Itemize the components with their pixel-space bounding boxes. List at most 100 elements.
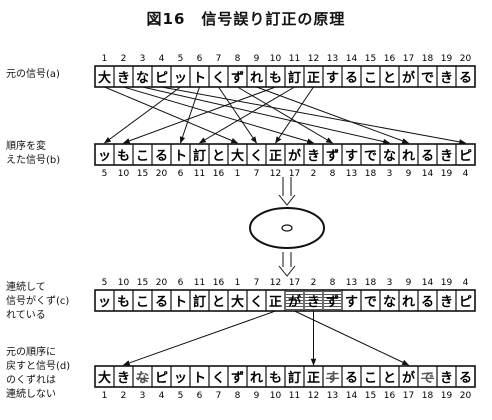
row-a-label: 元の信号(a) <box>6 69 60 80</box>
cell-char: ず <box>231 70 244 86</box>
sequence-number: 4 <box>159 54 165 64</box>
damaged-cell <box>305 291 322 310</box>
sequence-number: 7 <box>254 169 260 179</box>
reorder-arrow <box>275 86 314 144</box>
sequence-number: 8 <box>235 54 241 64</box>
sequence-number: 3 <box>387 169 393 179</box>
cell-char: き <box>440 371 453 386</box>
cell-char: な <box>383 295 396 310</box>
sequence-number: 20 <box>460 391 472 401</box>
sequence-number: 6 <box>178 169 184 179</box>
sequence-number: 5 <box>178 391 184 401</box>
sequence-number: 12 <box>270 278 281 288</box>
sequence-number: 4 <box>159 391 165 401</box>
cell-char: 大 <box>231 294 244 310</box>
sequence-number: 14 <box>346 391 358 401</box>
cell-char: ず <box>326 148 339 164</box>
sequence-number: 1 <box>235 169 241 179</box>
cell-char: る <box>459 371 472 386</box>
reorder-arrow <box>161 86 467 145</box>
sequence-number: 13 <box>327 391 338 401</box>
sequence-number: 7 <box>254 278 260 288</box>
reorder-arrow <box>237 86 334 144</box>
reorder-arrow <box>122 86 276 144</box>
cell-char: で <box>364 295 377 310</box>
cell-char: で <box>421 71 434 86</box>
cell-char: る <box>155 149 168 164</box>
cell-char: ト <box>193 71 206 86</box>
sequence-number: 15 <box>137 278 148 288</box>
cell-char: と <box>212 295 225 310</box>
cell-char: な <box>383 149 396 164</box>
cell-char: 訂 <box>288 370 301 386</box>
reorder-arrow <box>179 86 200 144</box>
cell-char: る <box>155 295 168 310</box>
sequence-number: 10 <box>118 278 130 288</box>
damaged-cell <box>324 291 341 310</box>
sequence-number: 15 <box>137 169 148 179</box>
sequence-number: 11 <box>194 169 205 179</box>
cell-char: と <box>212 149 225 164</box>
cell-char: な <box>136 71 149 86</box>
sequence-number: 12 <box>308 54 319 64</box>
sequence-number: 9 <box>254 54 260 64</box>
cell-char: ト <box>193 371 206 386</box>
cell-char: が <box>288 294 301 310</box>
sequence-number: 10 <box>270 391 282 401</box>
sequence-number: 19 <box>441 54 453 64</box>
sequence-number: 8 <box>330 278 336 288</box>
sequence-number: 13 <box>327 54 338 64</box>
cell-char: が <box>402 370 415 386</box>
disc-icon <box>249 207 325 249</box>
sequence-number: 7 <box>216 391 222 401</box>
cell-char: れ <box>250 371 263 386</box>
cell-char: く <box>250 295 263 310</box>
sequence-number: 18 <box>365 278 377 288</box>
cell-char: る <box>345 371 358 386</box>
cell-char: す <box>345 295 358 310</box>
sequence-number: 11 <box>194 278 205 288</box>
cell-char: 大 <box>98 370 111 386</box>
sequence-number: 5 <box>102 169 108 179</box>
cell-char: れ <box>402 295 415 310</box>
cell-char: も <box>269 71 282 86</box>
cell-char: き <box>117 71 130 86</box>
sequence-number: 18 <box>422 391 434 401</box>
cell-char: れ <box>250 71 263 86</box>
cell-char: く <box>212 371 225 386</box>
sequence-number: 9 <box>406 278 412 288</box>
cell-char: 大 <box>231 148 244 164</box>
cell-char: ず <box>326 294 339 310</box>
cell-char: す <box>326 71 339 86</box>
cell-char: 訂 <box>288 70 301 86</box>
sequence-number: 3 <box>140 54 146 64</box>
cell-char: こ <box>136 149 149 164</box>
sequence-number: 4 <box>463 278 469 288</box>
sequence-number: 8 <box>235 391 241 401</box>
cell-char: で <box>364 149 377 164</box>
sequence-number: 5 <box>102 278 108 288</box>
cell-char: 訂 <box>193 294 206 310</box>
cell-char: も <box>117 295 130 310</box>
cell-char: れ <box>402 149 415 164</box>
sequence-number: 13 <box>346 169 357 179</box>
sequence-number: 1 <box>102 54 108 64</box>
cell-char: こ <box>364 371 377 386</box>
damaged-cell <box>286 291 303 310</box>
sequence-number: 14 <box>346 54 358 64</box>
cell-char: と <box>383 371 396 386</box>
reorder-arrows <box>103 86 467 145</box>
cell-char: が <box>288 148 301 164</box>
restore-arrow <box>122 310 276 366</box>
sequence-number: 12 <box>270 169 281 179</box>
cell-char: 正 <box>269 149 282 164</box>
sequence-number: 3 <box>140 391 146 401</box>
sequence-number: 6 <box>197 391 203 401</box>
sequence-number: 19 <box>441 278 453 288</box>
reorder-arrow <box>256 86 410 144</box>
cell-char: ッ <box>98 295 111 310</box>
sequence-number: 11 <box>289 391 300 401</box>
cell-char: こ <box>136 295 149 310</box>
cell-char: き <box>440 295 453 310</box>
sequence-number: 19 <box>441 391 453 401</box>
